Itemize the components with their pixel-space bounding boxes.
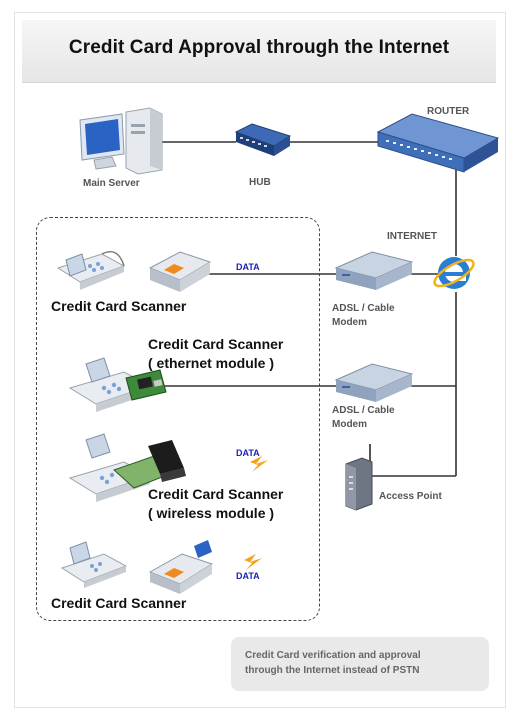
card-terminal-1-icon <box>56 251 126 290</box>
scanner-3-label: Credit Card Scanner ( wireless module ) <box>148 485 283 523</box>
modem-2-label-line2: Modem <box>332 419 367 430</box>
modem-2-icon <box>334 363 414 402</box>
modem-1-icon <box>334 251 414 290</box>
note-line-2: through the Internet instead of PSTN <box>245 665 420 676</box>
wireless-signal-icon-1 <box>250 456 268 472</box>
main-server-label: Main Server <box>83 178 140 189</box>
scanner-2-label: Credit Card Scanner ( ethernet module ) <box>148 335 283 373</box>
scanner-3-label-line1: Credit Card Scanner <box>148 486 284 502</box>
card-terminal-4-icon <box>60 541 128 588</box>
modem-1-label-line1: ADSL / Cable <box>332 303 395 314</box>
title-band: Credit Card Approval through the Interne… <box>22 20 496 83</box>
scanner-2-label-line2: ( ethernet module ) <box>148 355 275 371</box>
note-line-1: Credit Card verification and approval <box>245 650 421 661</box>
hub-label: HUB <box>249 177 271 188</box>
modem-2-label: ADSL / Cable Modem <box>332 404 395 432</box>
hub-icon <box>234 123 292 156</box>
connection-lines <box>162 141 457 477</box>
internet-icon <box>433 257 475 289</box>
modem-2-label-line1: ADSL / Cable <box>332 405 395 416</box>
merchant-group-box <box>36 217 320 621</box>
access-point-label: Access Point <box>379 491 442 502</box>
internet-label: INTERNET <box>387 231 437 242</box>
card-reader-2-icon <box>148 540 214 594</box>
info-note: Credit Card verification and approval th… <box>231 637 489 691</box>
scanner-3-label-line2: ( wireless module ) <box>148 505 275 521</box>
diagram-title: Credit Card Approval through the Interne… <box>68 37 450 58</box>
ethernet-module-icon <box>125 369 167 401</box>
access-point-icon <box>345 444 373 511</box>
router-label: ROUTER <box>427 106 470 117</box>
wireless-module-icon <box>113 440 186 489</box>
card-reader-1-icon <box>148 251 212 292</box>
router-icon <box>376 113 500 173</box>
main-server-icon <box>79 107 163 175</box>
scanner-1-label: Credit Card Scanner <box>51 298 187 314</box>
data-label-2: DATA <box>236 448 260 458</box>
data-label-1: DATA <box>236 262 260 272</box>
modem-1-label-line2: Modem <box>332 317 367 328</box>
modem-1-label: ADSL / Cable Modem <box>332 302 395 330</box>
data-label-3: DATA <box>236 571 260 581</box>
wireless-signal-icon-2 <box>244 554 262 570</box>
scanner-2-label-line1: Credit Card Scanner <box>148 336 284 352</box>
scanner-4-label: Credit Card Scanner <box>51 595 187 611</box>
